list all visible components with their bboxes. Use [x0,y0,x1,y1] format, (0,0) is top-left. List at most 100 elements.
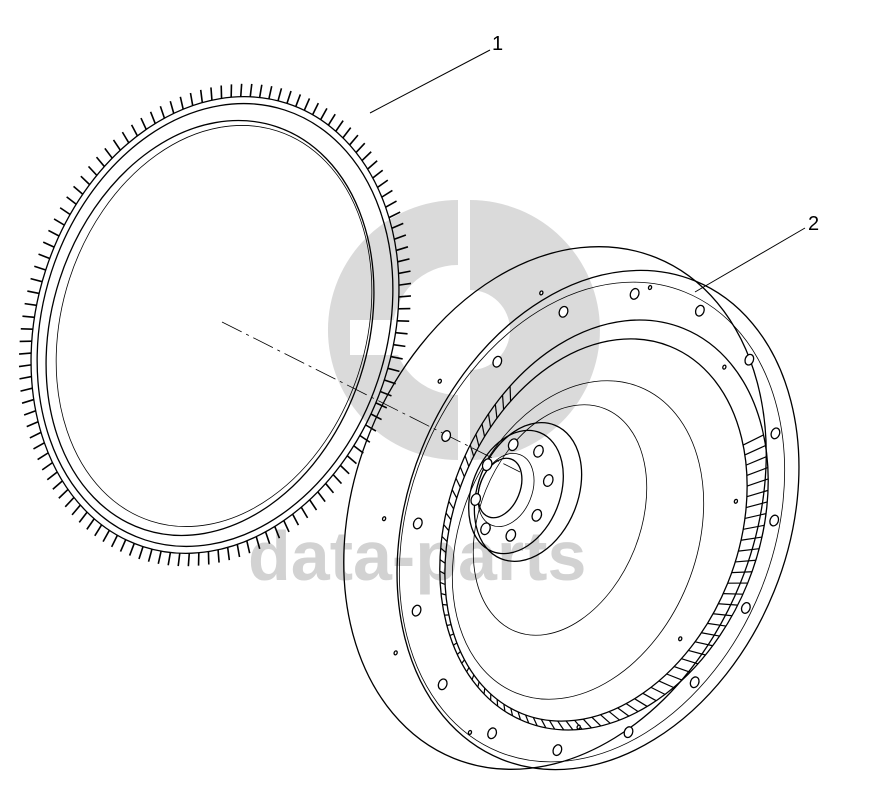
callout-1-label: 1 [492,33,503,55]
ring-tooth [64,496,75,508]
ring-tooth [42,241,55,248]
internal-tooth [483,688,486,695]
ring-tooth [34,265,46,271]
hub-bolt-hole [470,493,482,506]
internal-tooth [723,592,743,595]
ring-tooth [283,520,290,533]
internal-tooth [658,680,674,689]
ring-tooth [22,315,35,319]
flywheel-side-holes [381,284,739,736]
hub-bolt-holes [470,438,554,542]
ring-tooth [395,331,408,335]
internal-tooth [634,698,648,707]
hub-bolt-hole [481,458,493,472]
internal-tooth [746,467,769,477]
internal-tooth [548,720,556,730]
ring-tooth [147,548,153,562]
internal-tooth [440,547,447,553]
ring-tooth [128,543,135,556]
internal-tooth [744,444,766,456]
ring-tooth [187,553,191,567]
ring-tooth [246,540,251,554]
hub-bolt-hole [531,508,543,522]
rim-bolt-hole [487,727,498,740]
ring-tooth [73,185,84,195]
ring-tooth [33,442,45,450]
ring-tooth [258,84,263,98]
ring-tooth [18,364,32,368]
ring-tooth [20,387,33,392]
ring-tooth [268,86,273,100]
ring-tooth [159,105,166,119]
rim-bolt-hole [629,287,640,300]
ring-tooth [94,524,103,537]
ring-tooth [169,100,175,114]
internal-tooth [449,633,454,637]
internal-tooth [446,623,452,627]
internal-tooth [745,501,768,509]
ring-tooth [110,534,119,548]
hub-bolt-hole [505,528,517,542]
ring-tooth [138,546,144,560]
ring-tooth [398,270,411,275]
internal-tooth [532,717,538,727]
rim-bolt-hole [770,427,781,440]
hub-bolt-hole [480,522,491,536]
ring-tooth [277,88,283,102]
internal-tooth [565,720,574,731]
ring-tooth [66,196,77,205]
internal-tooth [503,704,506,712]
ring-tooth [119,539,127,552]
internal-tooth [745,455,768,466]
internal-tooth [439,570,446,575]
side-hole [539,290,544,296]
ring-tooth [327,113,336,126]
hub-bolt-hole [533,444,544,458]
ring-tooth [140,117,147,130]
side-hole [393,650,398,656]
internal-tooth [557,720,565,731]
rim-bolt-hole [769,514,780,527]
internal-tooth [731,571,753,574]
internal-tooth [608,711,620,721]
internal-tooth [582,718,592,729]
callout-2-label: 2 [808,213,819,235]
ring-tooth [157,550,162,564]
internal-tooth [694,641,713,647]
ring-tooth [236,544,241,558]
ring-tooth [121,131,130,144]
ring-tooth [38,253,51,260]
internal-tooth [738,548,760,552]
rim-bolt-hole [623,726,634,739]
ring-tooth [349,134,359,146]
center-axis-line [221,321,521,473]
ring-tooth [80,175,91,186]
internal-tooth [681,658,699,665]
ring-tooth [53,218,65,226]
internal-tooth [650,686,666,695]
ring-tooth [394,234,407,240]
internal-tooth [461,659,465,664]
ring-tooth [48,229,60,237]
internal-tooth [448,500,455,510]
ring-tooth [78,511,88,523]
rim-bolt-hole [441,430,452,443]
ring-tooth [255,536,261,550]
internal-tooth [688,649,706,656]
ring-tooth [104,147,113,159]
ring-tooth [390,355,403,360]
internal-tooth [445,512,452,521]
internal-tooth [455,477,461,488]
internal-tooth [443,524,450,532]
ring-tooth [391,222,404,230]
internal-tooth [471,674,475,680]
ring-tooth [324,482,335,494]
internal-tooth [617,707,630,717]
ring-tooth [398,282,412,286]
ring-tooth [397,258,410,263]
internal-tooth [459,466,465,478]
ring-tooth [398,295,412,298]
internal-tooth [453,642,458,646]
ring-tooth [95,156,106,168]
